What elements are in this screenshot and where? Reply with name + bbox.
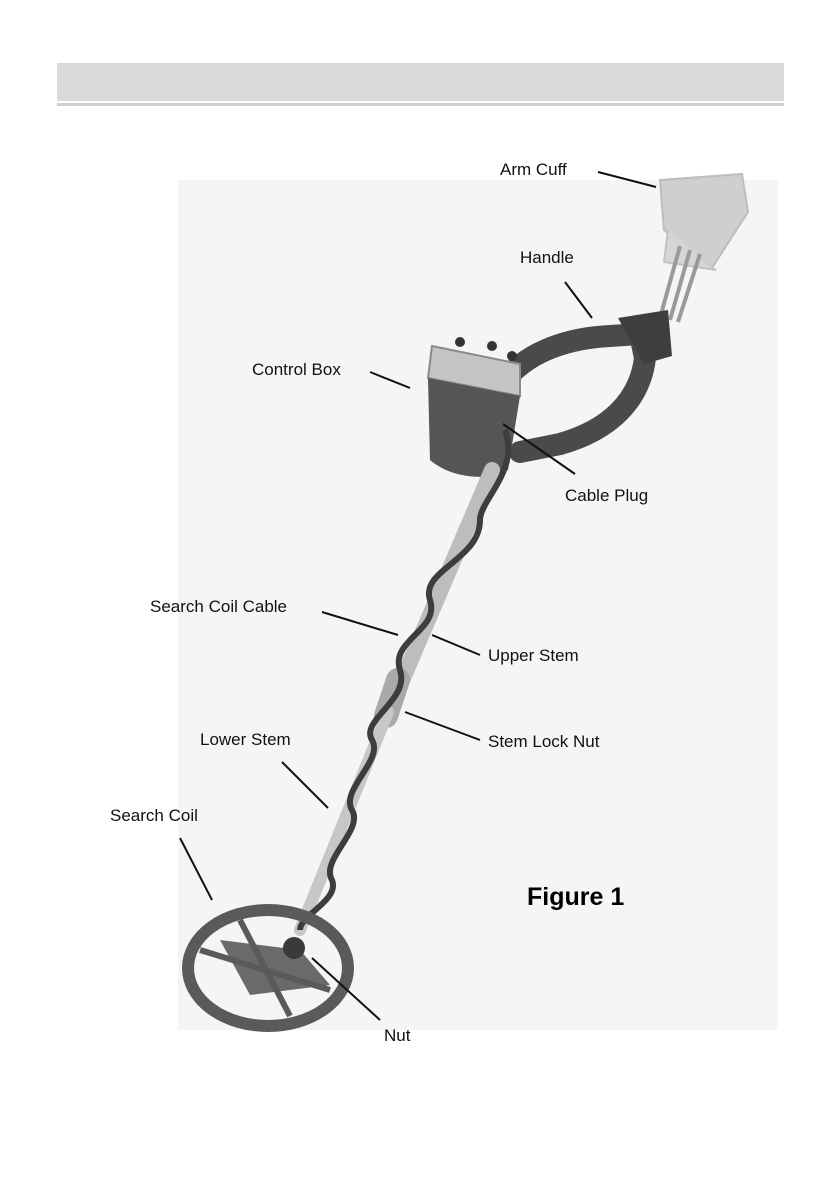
label-lower-stem: Lower Stem — [200, 730, 291, 750]
label-cable-plug: Cable Plug — [565, 486, 648, 506]
label-handle: Handle — [520, 248, 574, 268]
label-control-box: Control Box — [252, 360, 341, 380]
label-nut: Nut — [384, 1026, 410, 1046]
figure-caption: Figure 1 — [527, 883, 624, 912]
nut-icon — [283, 937, 305, 959]
label-search-coil: Search Coil — [110, 806, 198, 826]
label-upper-stem: Upper Stem — [488, 646, 579, 666]
label-arm-cuff: Arm Cuff — [500, 160, 567, 180]
label-search-coil-cable: Search Coil Cable — [150, 597, 287, 617]
label-stem-lock-nut: Stem Lock Nut — [488, 732, 600, 752]
